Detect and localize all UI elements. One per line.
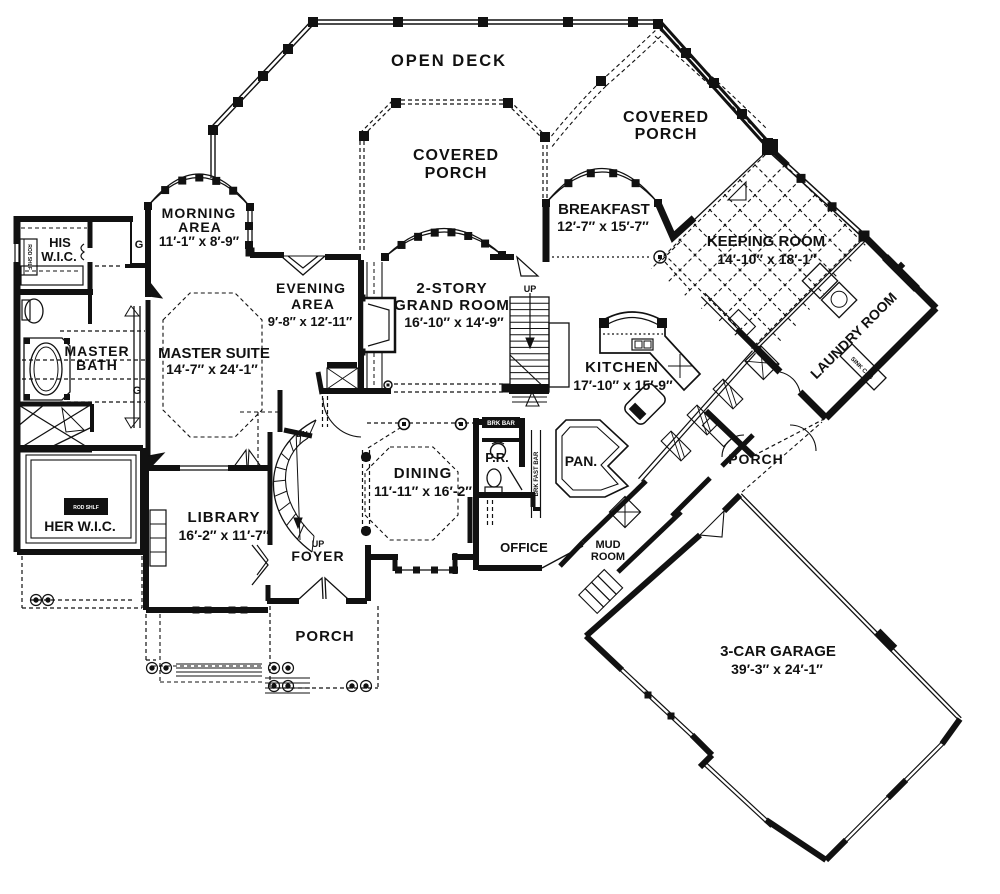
svg-text:11′-11″ x 16′-2″: 11′-11″ x 16′-2″: [374, 483, 472, 499]
svg-text:KEEPING ROOM: KEEPING ROOM: [707, 233, 825, 250]
svg-text:UP: UP: [312, 539, 325, 549]
svg-text:12′-7″ x 15′-7″: 12′-7″ x 15′-7″: [557, 218, 649, 234]
svg-text:OPEN DECK: OPEN DECK: [391, 52, 507, 70]
svg-text:PAN.: PAN.: [565, 453, 597, 469]
svg-text:17′-10″ x 15′-9″: 17′-10″ x 15′-9″: [573, 377, 673, 393]
svg-text:ROOM: ROOM: [591, 551, 625, 563]
svg-text:14′-7″ x 24′-1″: 14′-7″ x 24′-1″: [166, 361, 258, 377]
svg-text:LIBRARY: LIBRARY: [187, 509, 260, 526]
svg-text:P.R.: P.R.: [485, 450, 509, 465]
svg-text:FOYER: FOYER: [291, 548, 344, 564]
svg-text:3-CAR GARAGE: 3-CAR GARAGE: [720, 643, 836, 660]
svg-text:PORCH: PORCH: [635, 126, 698, 143]
svg-text:PORCH: PORCH: [728, 451, 784, 467]
svg-text:2-STORY: 2-STORY: [416, 280, 487, 297]
svg-text:PORCH: PORCH: [425, 165, 488, 182]
svg-text:KITCHEN: KITCHEN: [585, 359, 659, 376]
svg-text:W.I.C.: W.I.C.: [41, 249, 76, 264]
svg-text:16′-10″ x 14′-9″: 16′-10″ x 14′-9″: [404, 314, 504, 330]
svg-text:BRK FAST BAR: BRK FAST BAR: [534, 451, 540, 496]
svg-text:39′-3″ x 24′-1″: 39′-3″ x 24′-1″: [731, 661, 823, 677]
svg-text:14′-10″ x 18′-1″: 14′-10″ x 18′-1″: [717, 251, 817, 267]
svg-text:PORCH: PORCH: [295, 628, 354, 645]
svg-text:OFFICE: OFFICE: [500, 540, 548, 555]
svg-text:BREAKFAST: BREAKFAST: [558, 201, 650, 218]
svg-text:COVERED: COVERED: [413, 147, 499, 164]
svg-text:ROD SHLF: ROD SHLF: [26, 244, 32, 270]
svg-text:BATH: BATH: [76, 357, 118, 373]
svg-text:9′-8″ x 12′-11″: 9′-8″ x 12′-11″: [268, 314, 352, 329]
svg-text:MASTER: MASTER: [64, 343, 129, 359]
svg-text:16′-2″ x 11′-7″: 16′-2″ x 11′-7″: [179, 527, 270, 543]
svg-text:AREA: AREA: [178, 219, 222, 235]
svg-text:HER W.I.C.: HER W.I.C.: [44, 518, 116, 534]
svg-text:AREA: AREA: [291, 296, 335, 312]
svg-text:GRAND ROOM: GRAND ROOM: [394, 297, 510, 314]
svg-text:BRK BAR: BRK BAR: [487, 421, 515, 427]
svg-text:UP: UP: [524, 284, 537, 294]
svg-text:HIS: HIS: [49, 235, 71, 250]
svg-text:MUD: MUD: [595, 539, 620, 551]
svg-text:MASTER SUITE: MASTER SUITE: [158, 345, 270, 362]
svg-text:G: G: [135, 239, 144, 251]
svg-text:ROD SHLF: ROD SHLF: [73, 505, 99, 511]
svg-text:DINING: DINING: [394, 465, 453, 482]
svg-text:EVENING: EVENING: [276, 280, 346, 296]
svg-text:MORNING: MORNING: [162, 205, 237, 221]
svg-text:COVERED: COVERED: [623, 109, 709, 126]
svg-text:11′-1″ x 8′-9″: 11′-1″ x 8′-9″: [159, 234, 240, 249]
svg-text:G: G: [133, 385, 142, 397]
